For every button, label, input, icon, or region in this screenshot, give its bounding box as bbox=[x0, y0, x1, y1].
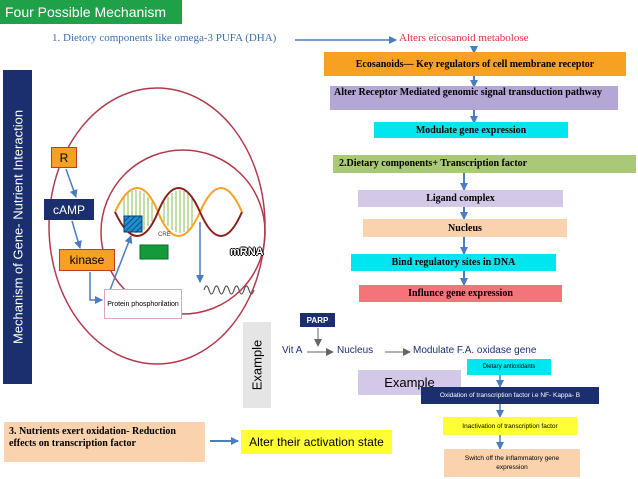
arrow-camp-to-kinase bbox=[71, 220, 82, 249]
arrow-r-to-camp bbox=[65, 168, 78, 198]
ex2-box-antioxidants: Dietary antioxidants bbox=[467, 359, 551, 375]
gene-block bbox=[139, 244, 169, 260]
m1-box-receptor-pathway: Alter Receptor Mediated genomic signal t… bbox=[330, 86, 618, 110]
arrow-kinase-to-protein bbox=[89, 272, 103, 304]
camp-box: cAMP bbox=[44, 199, 94, 220]
page-title: Four Possible Mechanism bbox=[0, 0, 182, 24]
mechanism3-box: 3. Nutrients exert oxidation- Reduction … bbox=[4, 422, 205, 462]
arrow-protein-to-promoter bbox=[109, 235, 133, 291]
m2-box-influence: Influnce gene expression bbox=[359, 285, 562, 302]
mechanism1-header: 1. Dietory components like omega-3 PUFA … bbox=[52, 32, 277, 44]
nucleus-circle bbox=[100, 149, 266, 315]
mechanism3-result-box: Alter their activation state bbox=[241, 430, 392, 454]
receptor-r-box: R bbox=[51, 147, 77, 168]
ex2-box-oxidation: Oxidation of transcription factor i.e NF… bbox=[421, 387, 599, 404]
side-label-text: Mechanism of Gene- Nutrient Interaction bbox=[10, 109, 25, 345]
parp-box: PARP bbox=[300, 313, 335, 327]
cre-label: CRE bbox=[158, 232, 171, 238]
m1-box-ecosanoids: Ecosanoids— Key regulators of cell membr… bbox=[324, 52, 626, 76]
m2-box-bind-dna: Bind regulatory sites in DNA bbox=[351, 254, 556, 271]
mechanism1-result: Alters eicosanoid metabolose bbox=[399, 32, 529, 44]
example-vertical-text: Example bbox=[249, 339, 265, 391]
ex2-box-switch-off: Switch off the inflammatory gene express… bbox=[444, 449, 580, 477]
m2-box-ligand: Ligand complex bbox=[358, 190, 563, 207]
protein-phosphorylation-box: Protein phosphorilation bbox=[104, 289, 182, 319]
cell-membrane bbox=[48, 87, 266, 365]
ex2-box-inactivation: Inactivation of transcription factor bbox=[443, 417, 577, 435]
m1-box-modulate-gene: Modulate gene expression bbox=[374, 122, 568, 138]
m2-box-nucleus: Nucleus bbox=[363, 219, 567, 237]
example-vertical-box: Example bbox=[243, 322, 271, 408]
kinase-box: kinase bbox=[59, 249, 115, 271]
mrna-label: mRNA bbox=[230, 246, 264, 258]
ex1-nucleus-label: Nucleus bbox=[337, 345, 374, 356]
promoter-block bbox=[123, 215, 143, 233]
m2-header: 2.Dietary components+ Transcription fact… bbox=[333, 155, 636, 173]
vita-label: Vit A bbox=[282, 345, 303, 356]
side-label-panel: Mechanism of Gene- Nutrient Interaction bbox=[3, 70, 32, 384]
ex1-modulate-label: Modulate F.A. oxidase gene bbox=[413, 345, 537, 356]
mrna-wave bbox=[203, 285, 255, 295]
